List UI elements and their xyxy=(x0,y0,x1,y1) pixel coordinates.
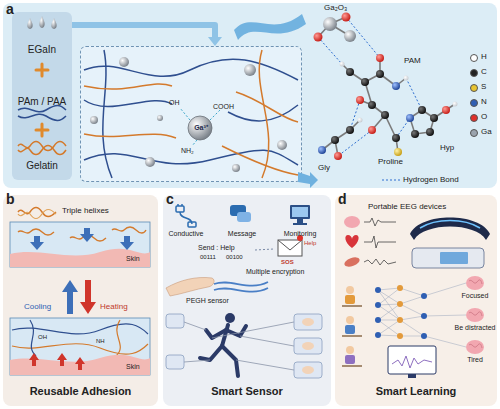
message-text: Help xyxy=(304,240,316,247)
panel: aEGaInPAm / PAAGelatinOHGa³⁺COOHNH₂ xyxy=(3,3,497,188)
feature-label: Multiple encryption xyxy=(246,268,304,276)
panel-letter: b xyxy=(6,191,15,207)
state-label: Focused xyxy=(453,292,497,300)
tissue-label: Skin xyxy=(126,255,140,263)
group-label: NH xyxy=(96,338,105,345)
panel: dSmart Learning xyxy=(335,195,497,406)
binary-code: 00111 xyxy=(200,254,216,261)
ingredient-box: EGaInPAm / PAA Gelatin xyxy=(12,12,72,180)
ingredient-label: EGaIn xyxy=(12,44,72,56)
device-label: PEGH sensor xyxy=(186,297,229,305)
panel-letter: d xyxy=(338,191,347,207)
group-label: NH₂ xyxy=(181,147,194,155)
legend-swatch xyxy=(470,129,478,137)
group-label: COOH xyxy=(213,103,234,111)
network-zoom-box: OH Ga³⁺ COOH NH₂ xyxy=(80,46,302,182)
legend-text: Hydrogen Bond xyxy=(403,175,459,184)
icon-label: Message xyxy=(222,230,262,238)
binary-code: 00100 xyxy=(226,254,243,261)
message-text: SOS xyxy=(281,259,294,266)
legend-swatch xyxy=(470,114,478,122)
legend-swatch xyxy=(470,84,478,92)
group-label: OH xyxy=(38,334,47,341)
panel-letter: c xyxy=(166,191,174,207)
group-label: OH xyxy=(169,99,180,107)
device-label: Portable EEG devices xyxy=(368,202,446,211)
message-text: Send : Help xyxy=(198,244,235,252)
state-label: Tired xyxy=(453,356,497,364)
process-label: Cooling xyxy=(24,302,51,311)
structure-label: Triple helixes xyxy=(62,206,109,215)
process-label: Heating xyxy=(100,302,128,311)
panel-title: Smart Sensor xyxy=(163,385,331,398)
ingredient-label: Gelatin xyxy=(12,160,72,172)
legend-swatch xyxy=(470,54,478,62)
legend-text: S xyxy=(481,82,486,91)
state-label: Be distracted xyxy=(453,324,497,332)
legend-swatch xyxy=(470,69,478,77)
compound-label: PAM xyxy=(404,56,421,65)
panel-letter: a xyxy=(6,1,14,17)
legend-text: C xyxy=(481,67,487,76)
legend-text: Ga xyxy=(481,127,492,136)
compound-label: Proline xyxy=(378,157,403,166)
tissue-label: Skin xyxy=(126,363,140,371)
legend-swatch xyxy=(470,99,478,107)
compound-label: Gly xyxy=(318,163,330,172)
compound-label: Ga₂O₃ xyxy=(324,3,347,12)
legend-text: O xyxy=(481,112,487,121)
legend-text: N xyxy=(481,97,487,106)
panel: bReusable Adhesion xyxy=(3,195,158,406)
ion-label: Ga³⁺ xyxy=(189,124,213,132)
ingredient-label: PAm / PAA xyxy=(12,96,72,108)
panel-title: Reusable Adhesion xyxy=(3,385,158,398)
compound-label: Hyp xyxy=(440,143,454,152)
icon-label: Conductive xyxy=(166,230,206,238)
panel-title: Smart Learning xyxy=(335,385,497,398)
icon-label: Monitoring xyxy=(278,230,322,238)
legend-text: H xyxy=(481,52,487,61)
